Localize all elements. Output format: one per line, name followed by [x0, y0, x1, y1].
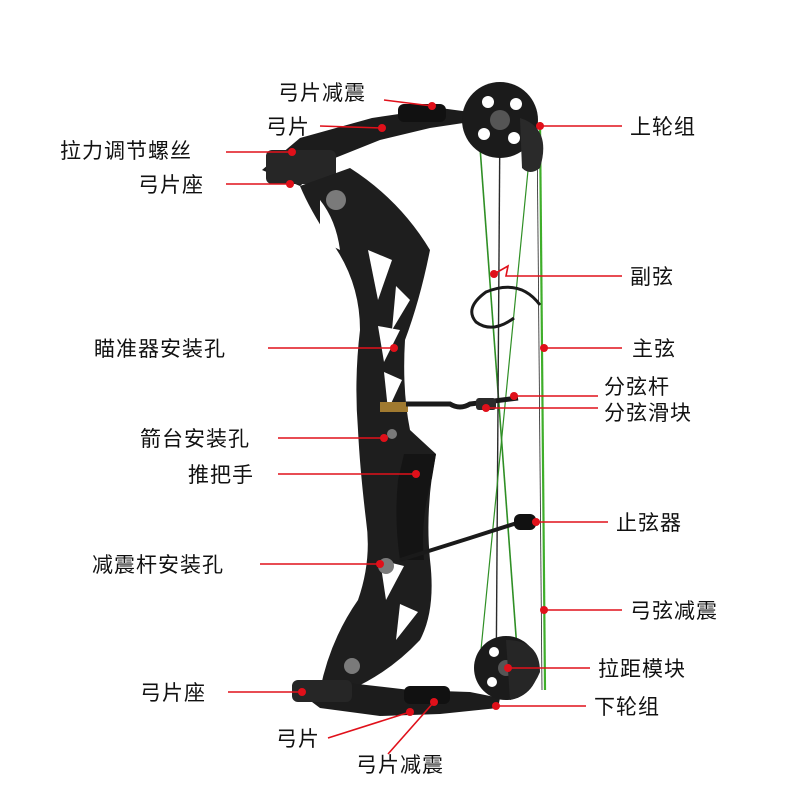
riser-logo-plate: [380, 402, 408, 412]
riser-lower-hole: [344, 658, 360, 674]
riser-cutout-2: [368, 250, 392, 300]
riser-cutout-4: [378, 326, 400, 362]
upper-limb-pocket: [266, 150, 336, 184]
label-limb-pocket-bottom: 弓片座: [140, 681, 206, 705]
string-stop: [399, 514, 536, 562]
label-limb-damper-top: 弓片减震: [278, 81, 366, 105]
label-limb-bottom: 弓片: [276, 727, 320, 751]
leader-lines: [226, 99, 622, 755]
label-sight-mount: 瞄准器安装孔: [94, 337, 226, 361]
grip-shape: [396, 454, 436, 560]
lower-limb-damper: [404, 686, 450, 704]
dot-top-cam: [536, 122, 544, 130]
label-stabilizer-mount: 减震杆安装孔: [92, 553, 224, 577]
top-cam-hole-1: [482, 96, 494, 108]
dot-draw-weight-bolt: [288, 148, 296, 156]
label-limb-damper-bottom: 弓片减震: [356, 753, 444, 777]
dot-stabilizer-mount: [376, 560, 384, 568]
bow-strings: [477, 109, 547, 701]
dot-limb-bottom: [406, 708, 414, 716]
dot-buss-cable: [490, 270, 498, 278]
dot-string-suppressor: [540, 606, 548, 614]
dot-rest-mount: [380, 434, 388, 442]
riser-cutout-3: [392, 286, 410, 330]
top-cam-hub: [490, 110, 510, 130]
string-loop: [470, 285, 542, 329]
dot-limb-pocket-top: [286, 180, 294, 188]
lower-limb: [292, 680, 500, 716]
label-rest-mount: 箭台安装孔: [140, 427, 250, 451]
label-top-cam: 上轮组: [630, 115, 696, 139]
leader-limb-top: [319, 125, 383, 129]
riser-cutout-7: [396, 604, 418, 640]
dot-cable-rod: [510, 392, 518, 400]
dot-bottom-cam: [492, 702, 500, 710]
label-draw-module: 拉距模块: [598, 657, 686, 681]
bottom-cam-module: [506, 640, 540, 700]
riser: [300, 168, 436, 690]
lower-limb-pocket: [292, 680, 352, 702]
dot-draw-module: [504, 664, 512, 672]
riser-cutout-5: [384, 372, 402, 410]
string-stop-bumper: [514, 514, 536, 530]
buss-cable-1: [477, 119, 521, 691]
bottom-cam-hole-3: [487, 677, 497, 687]
dot-sight-mount: [390, 344, 398, 352]
top-cam-hole-3: [478, 128, 490, 140]
anchor-dots: [286, 102, 548, 716]
leader-limb-bottom: [327, 711, 411, 739]
dot-cable-slide: [482, 404, 490, 412]
dot-limb-damper-bottom: [430, 698, 438, 706]
label-string-suppressor: 弓弦减震: [630, 599, 718, 623]
label-bottom-cam: 下轮组: [594, 695, 660, 719]
label-grip: 推把手: [188, 463, 254, 487]
label-buss-cable: 副弦: [630, 265, 674, 289]
dot-limb-pocket-bottom: [298, 688, 306, 696]
dot-main-string: [540, 344, 548, 352]
label-limb-pocket-top: 弓片座: [138, 173, 204, 197]
string-stop-rod: [399, 520, 521, 562]
dot-limb-top: [378, 124, 386, 132]
leader-limb-damper-top: [383, 99, 433, 107]
upper-limb-damper: [398, 104, 446, 122]
top-cam-module: [520, 118, 544, 172]
label-limb-top: 弓片: [266, 115, 310, 139]
main-string: [538, 121, 547, 691]
bottom-cam: [474, 636, 540, 700]
main-string-shadow: [536, 121, 543, 691]
label-draw-weight-bolt: 拉力调节螺丝: [60, 139, 192, 163]
bottom-cam-hole-1: [489, 647, 499, 657]
cable-rod: [406, 395, 519, 410]
top-cam-hole-2: [510, 98, 522, 110]
top-cam-hole-4: [508, 132, 520, 144]
label-string-stop: 止弦器: [616, 511, 682, 535]
leader-buss-cable: [493, 264, 622, 277]
label-cable-rod: 分弦杆: [604, 375, 670, 399]
top-cam: [462, 82, 544, 172]
label-cable-slide: 分弦滑块: [604, 401, 692, 425]
leader-limb-damper-bottom: [387, 701, 435, 755]
buss-cable-2: [495, 109, 501, 701]
riser-sight-hole: [326, 190, 346, 210]
riser-rest-hole: [387, 429, 397, 439]
riser-cutout-1: [320, 200, 340, 250]
dot-string-stop: [532, 518, 540, 526]
dot-grip: [412, 470, 420, 478]
dot-limb-damper-top: [428, 102, 436, 110]
label-main-string: 主弦: [632, 337, 676, 361]
buss-cable-3: [479, 149, 531, 661]
